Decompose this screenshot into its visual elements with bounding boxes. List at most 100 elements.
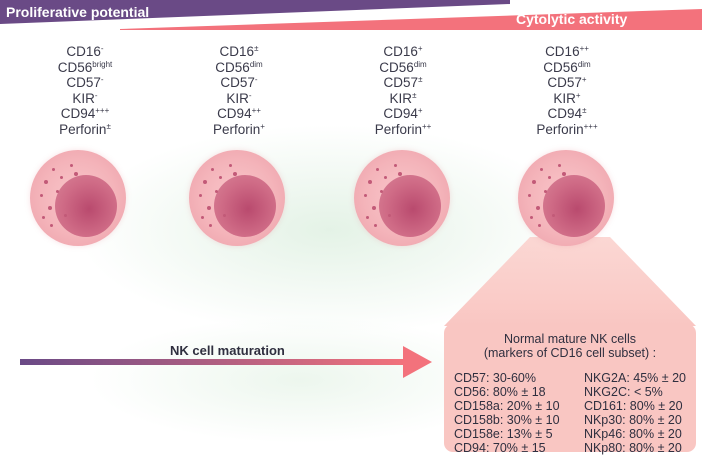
granule-dot: [201, 216, 204, 219]
marker-stat: CD158a: 20% ± 10: [454, 399, 560, 413]
marker-line: CD57+: [497, 75, 637, 91]
nucleus: [379, 175, 441, 237]
marker-name: CD16: [545, 44, 580, 59]
info-box-title-line1: Normal mature NK cells: [504, 332, 636, 346]
marker-level: -: [248, 90, 252, 100]
cytolytic-activity-label: Cytolytic activity: [516, 11, 628, 27]
marker-line: CD57-: [169, 75, 309, 91]
marker-line: CD56dim: [497, 60, 637, 76]
granule-dot: [558, 164, 561, 167]
granule-dot: [199, 194, 202, 197]
marker-line: CD56dim: [333, 60, 473, 76]
marker-name: CD56: [379, 59, 414, 75]
marker-line: CD16+: [333, 44, 473, 60]
maturation-arrow-head: [403, 346, 432, 378]
marker-level: dim: [413, 59, 427, 69]
granule-dot: [207, 206, 211, 210]
granule-dot: [398, 172, 402, 176]
granule-dot: [209, 224, 212, 227]
marker-level: +: [417, 44, 423, 53]
marker-level: -: [254, 75, 258, 84]
marker-stat: CD161: 80% ± 20: [583, 399, 683, 413]
marker-level: +: [575, 90, 581, 100]
granule-dot: [229, 164, 232, 167]
marker-level: ±: [418, 75, 423, 84]
granule-dot: [40, 194, 43, 197]
granule-dot: [60, 176, 63, 179]
marker-level: dim: [249, 59, 263, 69]
marker-name: CD16: [383, 44, 418, 59]
marker-level: -: [100, 44, 104, 53]
marker-line: CD94±: [497, 106, 637, 122]
marker-stat: CD158e: 13% ± 5: [454, 427, 553, 441]
info-box-title: Normal mature NK cells (markers of CD16 …: [454, 332, 686, 360]
marker-line: KIR±: [333, 91, 473, 107]
granule-dot: [538, 224, 541, 227]
granule-dot: [372, 206, 376, 210]
marker-level: +: [581, 75, 587, 84]
granule-dot: [48, 206, 52, 210]
marker-name: CD57: [220, 75, 255, 90]
marker-line: CD57-: [15, 75, 155, 91]
marker-stat: CD56: 80% ± 18: [454, 385, 546, 399]
marker-stat: CD94: 70% ± 15: [454, 441, 546, 455]
marker-name: KIR: [389, 90, 413, 106]
marker-level: ±: [582, 106, 587, 115]
granule-dot: [394, 164, 397, 167]
marker-level: ++: [421, 121, 432, 131]
marker-line: KIR-: [15, 91, 155, 107]
marker-name: CD16: [66, 44, 101, 59]
marker-level: ±: [254, 44, 259, 53]
marker-name: CD57: [547, 75, 582, 90]
granule-dot: [50, 224, 53, 227]
marker-line: Perforin±: [15, 122, 155, 138]
granule-dot: [366, 216, 369, 219]
marker-level: -: [100, 75, 104, 84]
proliferative-potential-label: Proliferative potential: [6, 4, 150, 20]
cytolytic-wedge: [120, 9, 702, 30]
marker-level: +++: [583, 121, 598, 131]
granule-dot: [211, 168, 214, 171]
marker-stat: CD158b: 30% ± 10: [454, 413, 560, 427]
granule-dot: [56, 190, 59, 193]
marker-name: CD57: [383, 75, 419, 90]
marker-name: Perforin: [374, 121, 422, 137]
info-box-title-line2: (markers of CD16 cell subset) :: [483, 346, 657, 360]
mature-nk-info-box: Normal mature NK cells (markers of CD16 …: [444, 324, 696, 455]
marker-stat: NKp46: 80% ± 20: [583, 427, 682, 441]
granule-dot: [203, 180, 207, 184]
granule-dot: [544, 190, 547, 193]
marker-line: CD56bright: [15, 60, 155, 76]
nucleus: [543, 175, 605, 237]
marker-stat: CD57: 30-60%: [454, 371, 536, 385]
cell-projection: [444, 237, 696, 326]
marker-level: ±: [106, 121, 111, 131]
marker-name: CD16: [219, 44, 255, 59]
marker-stat: NKG2A: 45% ± 20: [583, 371, 686, 385]
granule-dot: [540, 168, 543, 171]
granule-dot: [374, 224, 377, 227]
marker-name: Perforin: [536, 121, 584, 137]
marker-line: CD56dim: [169, 60, 309, 76]
granule-dot: [74, 172, 78, 176]
granule-dot: [368, 180, 372, 184]
marker-name: KIR: [226, 90, 249, 106]
granule-dot: [52, 168, 55, 171]
granule-dot: [64, 214, 67, 217]
granule-dot: [364, 194, 367, 197]
marker-name: CD56: [57, 59, 93, 75]
marker-name: CD56: [215, 59, 250, 75]
marker-level: ++: [251, 106, 261, 115]
granule-dot: [44, 180, 48, 184]
maturation-label: NK cell maturation: [170, 343, 285, 358]
marker-line: Perforin+++: [497, 122, 637, 138]
granule-dot: [215, 190, 218, 193]
marker-level: ±: [412, 90, 417, 100]
marker-level: bright: [92, 59, 113, 69]
marker-name: Perforin: [59, 121, 107, 137]
marker-line: CD16++: [497, 44, 637, 60]
nk-cell-stage-2: [189, 150, 285, 246]
